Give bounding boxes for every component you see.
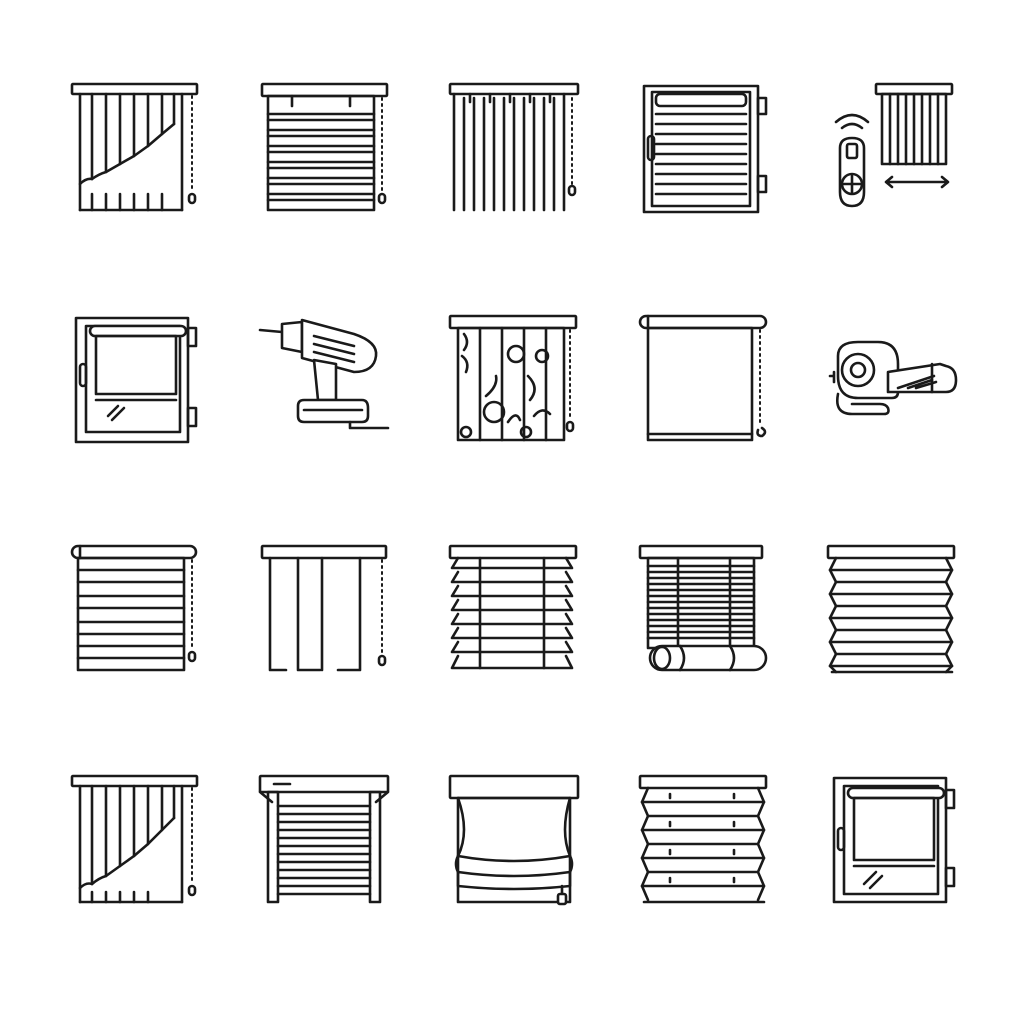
horizontal-slat-blinds-icon <box>260 82 389 212</box>
day-night-blinds-icon <box>70 544 198 672</box>
vertical-louver-blinds-icon <box>448 82 580 212</box>
honeycomb-blinds-icon <box>638 774 768 904</box>
tape-measure-icon <box>828 340 958 416</box>
vertical-blinds-icon <box>70 82 199 212</box>
vertical-blinds-half-open-icon <box>70 774 199 904</box>
remote-controlled-blinds-icon <box>834 82 954 208</box>
roller-shutter-icon <box>258 774 390 904</box>
patterned-vertical-blinds-icon <box>448 314 578 442</box>
roman-blind-icon <box>448 774 580 906</box>
window-shutter-icon <box>642 84 768 214</box>
panel-track-blinds-icon <box>260 544 388 672</box>
roller-blind-icon <box>638 314 768 442</box>
bamboo-roll-up-blinds-icon <box>638 544 768 672</box>
window-with-roller-blind-icon <box>832 776 956 904</box>
venetian-blinds-icon <box>448 544 578 670</box>
window-roller-blind-icon <box>74 316 198 444</box>
pleated-blinds-icon <box>826 544 956 674</box>
cordless-drill-icon <box>258 318 390 430</box>
